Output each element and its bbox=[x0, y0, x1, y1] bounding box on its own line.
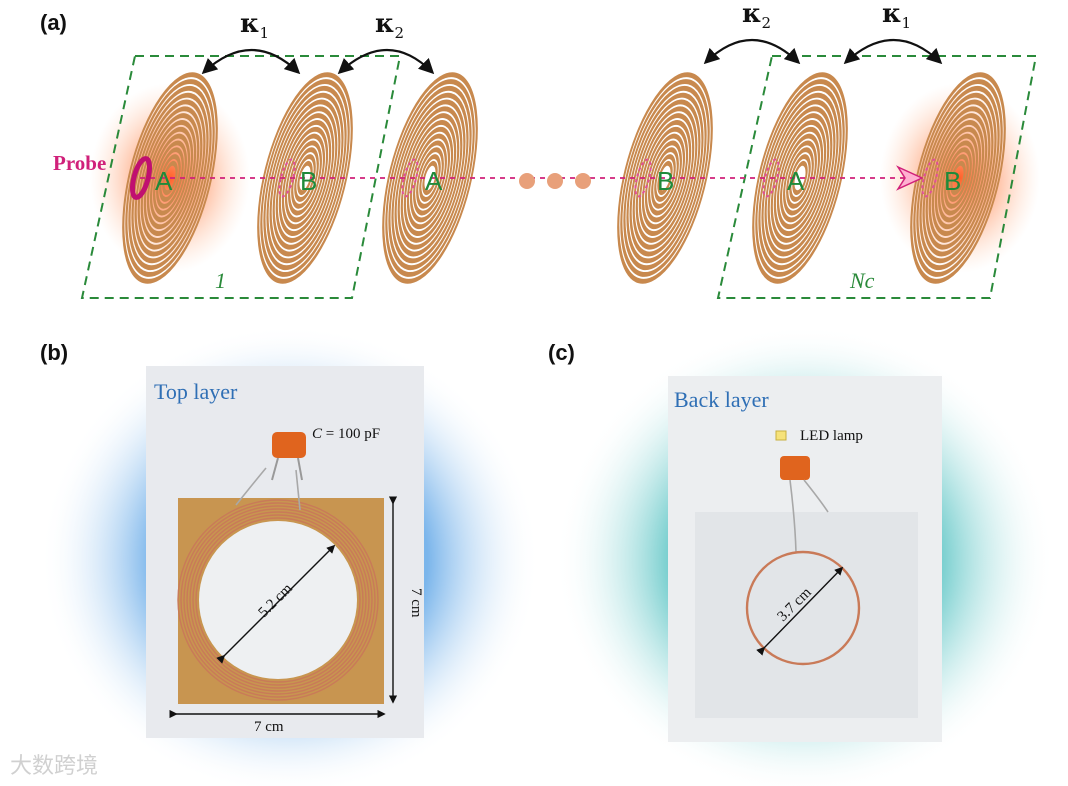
kappa-label: κ2 bbox=[742, 0, 771, 32]
led-lamp-label: LED lamp bbox=[800, 428, 863, 444]
panel-a-label: (a) bbox=[40, 10, 67, 35]
capacitance-label: C = 100 pF bbox=[312, 426, 380, 442]
probe-arrowhead bbox=[896, 165, 924, 191]
capacitor-back bbox=[780, 456, 810, 480]
unit-cell-last bbox=[716, 55, 1038, 299]
capacitor bbox=[272, 432, 306, 458]
panel-c-label: (c) bbox=[548, 340, 575, 365]
kappa-label: κ2 bbox=[375, 9, 404, 42]
side-label-b: 7 cm bbox=[408, 588, 424, 618]
unit-cell-first bbox=[80, 55, 402, 299]
site-labels: A B A B A B bbox=[155, 166, 961, 196]
ellipsis-dot bbox=[519, 173, 535, 189]
spiral-coil bbox=[122, 72, 218, 284]
site-label-b: B bbox=[300, 166, 317, 196]
dimension-arrows-b bbox=[169, 496, 398, 719]
cell-index-last: Nc bbox=[849, 268, 875, 293]
probe-label: Probe bbox=[53, 151, 106, 175]
site-label-a: A bbox=[155, 166, 173, 196]
panel-b-label: (b) bbox=[40, 340, 69, 365]
coil-array bbox=[122, 72, 1006, 284]
spiral-coil bbox=[752, 72, 848, 284]
back-coil bbox=[745, 550, 861, 666]
lead-wire bbox=[295, 469, 301, 511]
spiral-coil bbox=[910, 72, 1006, 284]
bottom-label-b: 7 cm bbox=[254, 719, 284, 735]
led-lamp bbox=[775, 430, 787, 441]
spiral-coil bbox=[382, 72, 478, 284]
site-label-a: A bbox=[425, 166, 443, 196]
cell-index-first: 1 bbox=[215, 268, 226, 293]
kappa-label: κ1 bbox=[882, 0, 911, 32]
back-board bbox=[695, 512, 918, 718]
site-label-a: A bbox=[787, 166, 805, 196]
ellipsis-dot bbox=[547, 173, 563, 189]
watermark: 大数跨境 bbox=[10, 754, 99, 779]
top-layer-title: Top layer bbox=[154, 379, 238, 404]
coupling-arrows bbox=[201, 39, 943, 75]
diameter-arrow-c bbox=[756, 566, 844, 656]
spiral-coil bbox=[257, 72, 353, 284]
probe-loop bbox=[129, 156, 153, 200]
site-label-b: B bbox=[657, 166, 674, 196]
top-coil bbox=[177, 499, 379, 701]
spiral-coil bbox=[617, 72, 713, 284]
ellipsis-dot bbox=[575, 173, 591, 189]
back-layer-title: Back layer bbox=[674, 387, 769, 412]
lead-wire bbox=[235, 467, 267, 506]
site-label-b: B bbox=[944, 166, 961, 196]
site-loops bbox=[278, 158, 939, 198]
kappa-label: κ1 bbox=[240, 9, 269, 42]
